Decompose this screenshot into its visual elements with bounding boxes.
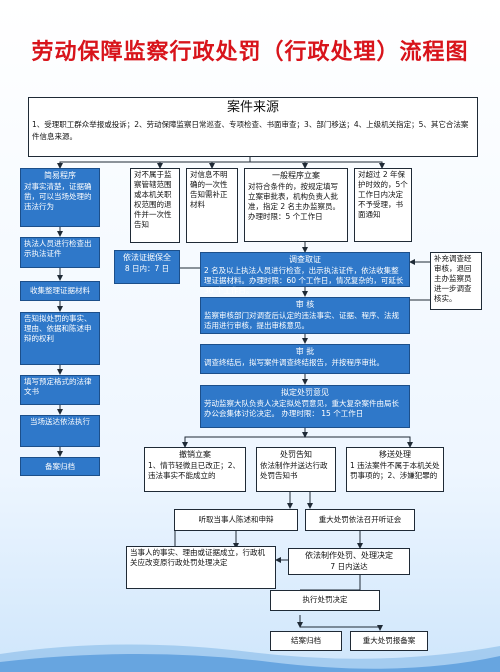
archive-text: 结案归档 [291, 636, 321, 645]
decision-text: 7 日内送达 [330, 562, 368, 571]
general-procedure-box: 一般程序立案 对符合条件的，按规定填写立案审批表，机构负责人批准，指定 2 名主… [244, 168, 348, 242]
hearing-text: 听取当事人陈述和申辩 [198, 515, 274, 524]
simple-step-4: 填写预定格式的法律文书 [20, 375, 100, 405]
simple-step-3-label: 告知拟处罚的事实、理由、依据和陈述申辩的权利 [24, 314, 92, 343]
transfer-heading: 移送处理 [379, 450, 411, 459]
supplement-box: 补充调查经审核，退回主办监察员进一步调查核实。 [430, 252, 482, 310]
expired-text: 对超过 2 年保护时效的，5个工作日内决定不予受理，书面通知 [358, 170, 408, 219]
page-title: 劳动保障监察行政处罚（行政处理）流程图 [31, 40, 469, 65]
incomplete-text: 对信息不明确的一次性告知需补正材料 [190, 170, 228, 209]
simple-procedure-box: 简易程序 对事实清楚，证据确凿，可以当场处理的违法行为 [20, 168, 100, 227]
proposal-heading: 拟定处罚意见 [281, 388, 329, 397]
proposal-box: 拟定处罚意见 劳动监察大队负责人决定拟处罚意见，重大复杂案件由局长办公会集体讨论… [200, 385, 410, 428]
big-hearing-box: 重大处罚依法召开听证会 [305, 509, 415, 531]
general-heading: 一般程序立案 [272, 171, 320, 180]
execute-box: 执行处罚决定 [270, 590, 380, 611]
preserve-text: 8 日内：7 日 [124, 264, 170, 273]
source-heading: 案件来源 [226, 100, 279, 115]
evidence-preserve-box: 依法证据保全 8 日内：7 日 [114, 250, 180, 284]
simple-step-5: 当场送达依法执行 [20, 415, 100, 447]
expired-box: 对超过 2 年保护时效的，5个工作日内决定不予受理，书面通知 [354, 168, 412, 242]
notify-box: 处罚告知 依法制作并送达行政处罚告知书 [256, 447, 336, 492]
transfer-box: 移送处理 1 违法案件不属于本机关处罚事项的；2、涉嫌犯罪的 [346, 447, 444, 492]
review-box: 审 核 监察审核部门对调查后认定的违法事实、证据、程序、法规适用进行审核，提出审… [200, 297, 410, 334]
notify-heading: 处罚告知 [280, 450, 312, 459]
simple-step-6-label: 备案归档 [45, 462, 75, 471]
simple-step-2: 收集整理证据材料 [20, 281, 100, 301]
general-text: 对符合条件的，按规定填写立案审批表，机构负责人批准，指定 2 名主办监察员。办理… [248, 182, 341, 221]
transfer-text: 1 违法案件不属于本机关处罚事项的；2、涉嫌犯罪的 [350, 461, 440, 480]
big-hearing-text: 重大处罚依法召开听证会 [318, 515, 402, 524]
simple-step-5-label: 当场送达依法执行 [30, 417, 90, 426]
review-heading: 审 核 [295, 300, 315, 309]
change-box: 当事人的事实、理由或证据成立，行政机关应改变原行政处罚处理决定 [126, 546, 276, 589]
notify-text: 依法制作并送达行政处罚告知书 [260, 461, 328, 480]
record-box: 重大处罚报备案 [350, 631, 428, 651]
approve-box: 审 批 调查终结后，拟写案件调查终结报告，并按程序审批。 [200, 344, 410, 374]
record-text: 重大处罚报备案 [362, 636, 416, 645]
change-text: 当事人的事实、理由或证据成立，行政机关应改变原行政处罚处理决定 [130, 548, 265, 567]
simple-step-3: 告知拟处罚的事实、理由、依据和陈述申辩的权利 [20, 312, 100, 365]
source-box: 案件来源 1、受理职工群众举报或投诉；2、劳动保障监察日常巡查、专项检查、书面审… [28, 97, 478, 157]
preserve-heading: 依法证据保全 [123, 253, 171, 262]
investigate-heading: 调查取证 [289, 255, 321, 264]
simple-step-1: 执法人员进行检查出示执法证件 [20, 237, 100, 268]
revoke-heading: 撤销立案 [179, 450, 211, 459]
supplement-text: 补充调查经审核，退回主办监察员进一步调查核实。 [434, 254, 472, 303]
investigation-box: 调查取证 2 名及以上执法人员进行检查，出示执法证件，依法收集整理证据材料。办理… [200, 252, 410, 295]
hearing-box: 听取当事人陈述和申辩 [174, 509, 298, 531]
execute-text: 执行处罚决定 [302, 595, 348, 604]
revoke-text: 1、情节轻微且已改正；2、违法事实不能成立的 [148, 461, 241, 480]
approve-text: 调查终结后，拟写案件调查终结报告，并按程序审批。 [204, 358, 384, 367]
proposal-text: 劳动监察大队负责人决定拟处罚意见，重大复杂案件由局长办公会集体讨论决定。 办理时… [204, 399, 399, 418]
archive-box: 结案归档 [270, 631, 342, 651]
simple-step-4-label: 填写预定格式的法律文书 [24, 377, 92, 396]
decorative-wave [0, 644, 500, 672]
review-text: 监察审核部门对调查后认定的违法事实、证据、程序、法规适用进行审核，提出审核意见。 [204, 311, 399, 330]
not-belong-text: 对不属于监察管辖范围或本机关职权范围的退件并一次性告知 [134, 170, 172, 229]
decision-heading: 依法制作处罚、处理决定 [305, 551, 393, 560]
incomplete-box: 对信息不明确的一次性告知需补正材料 [186, 168, 238, 243]
source-text: 1、受理职工群众举报或投诉；2、劳动保障监察日常巡查、专项检查、书面审查；3、部… [32, 120, 469, 141]
simple-step-6: 备案归档 [20, 457, 100, 476]
decision-box: 依法制作处罚、处理决定 7 日内送达 [288, 548, 410, 575]
simple-desc: 对事实清楚，证据确凿，可以当场处理的违法行为 [24, 182, 92, 211]
simple-step-2-label: 收集整理证据材料 [30, 286, 90, 295]
simple-step-1-label: 执法人员进行检查出示执法证件 [24, 239, 92, 258]
simple-heading: 简易程序 [44, 171, 76, 180]
investigate-text: 2 名及以上执法人员进行检查，出示执法证件，依法收集整理证据材料。办理时限：60… [204, 266, 404, 295]
approve-heading: 审 批 [295, 347, 315, 356]
revoke-box: 撤销立案 1、情节轻微且已改正；2、违法事实不能成立的 [144, 447, 246, 492]
not-belong-box: 对不属于监察管辖范围或本机关职权范围的退件并一次性告知 [130, 168, 180, 243]
